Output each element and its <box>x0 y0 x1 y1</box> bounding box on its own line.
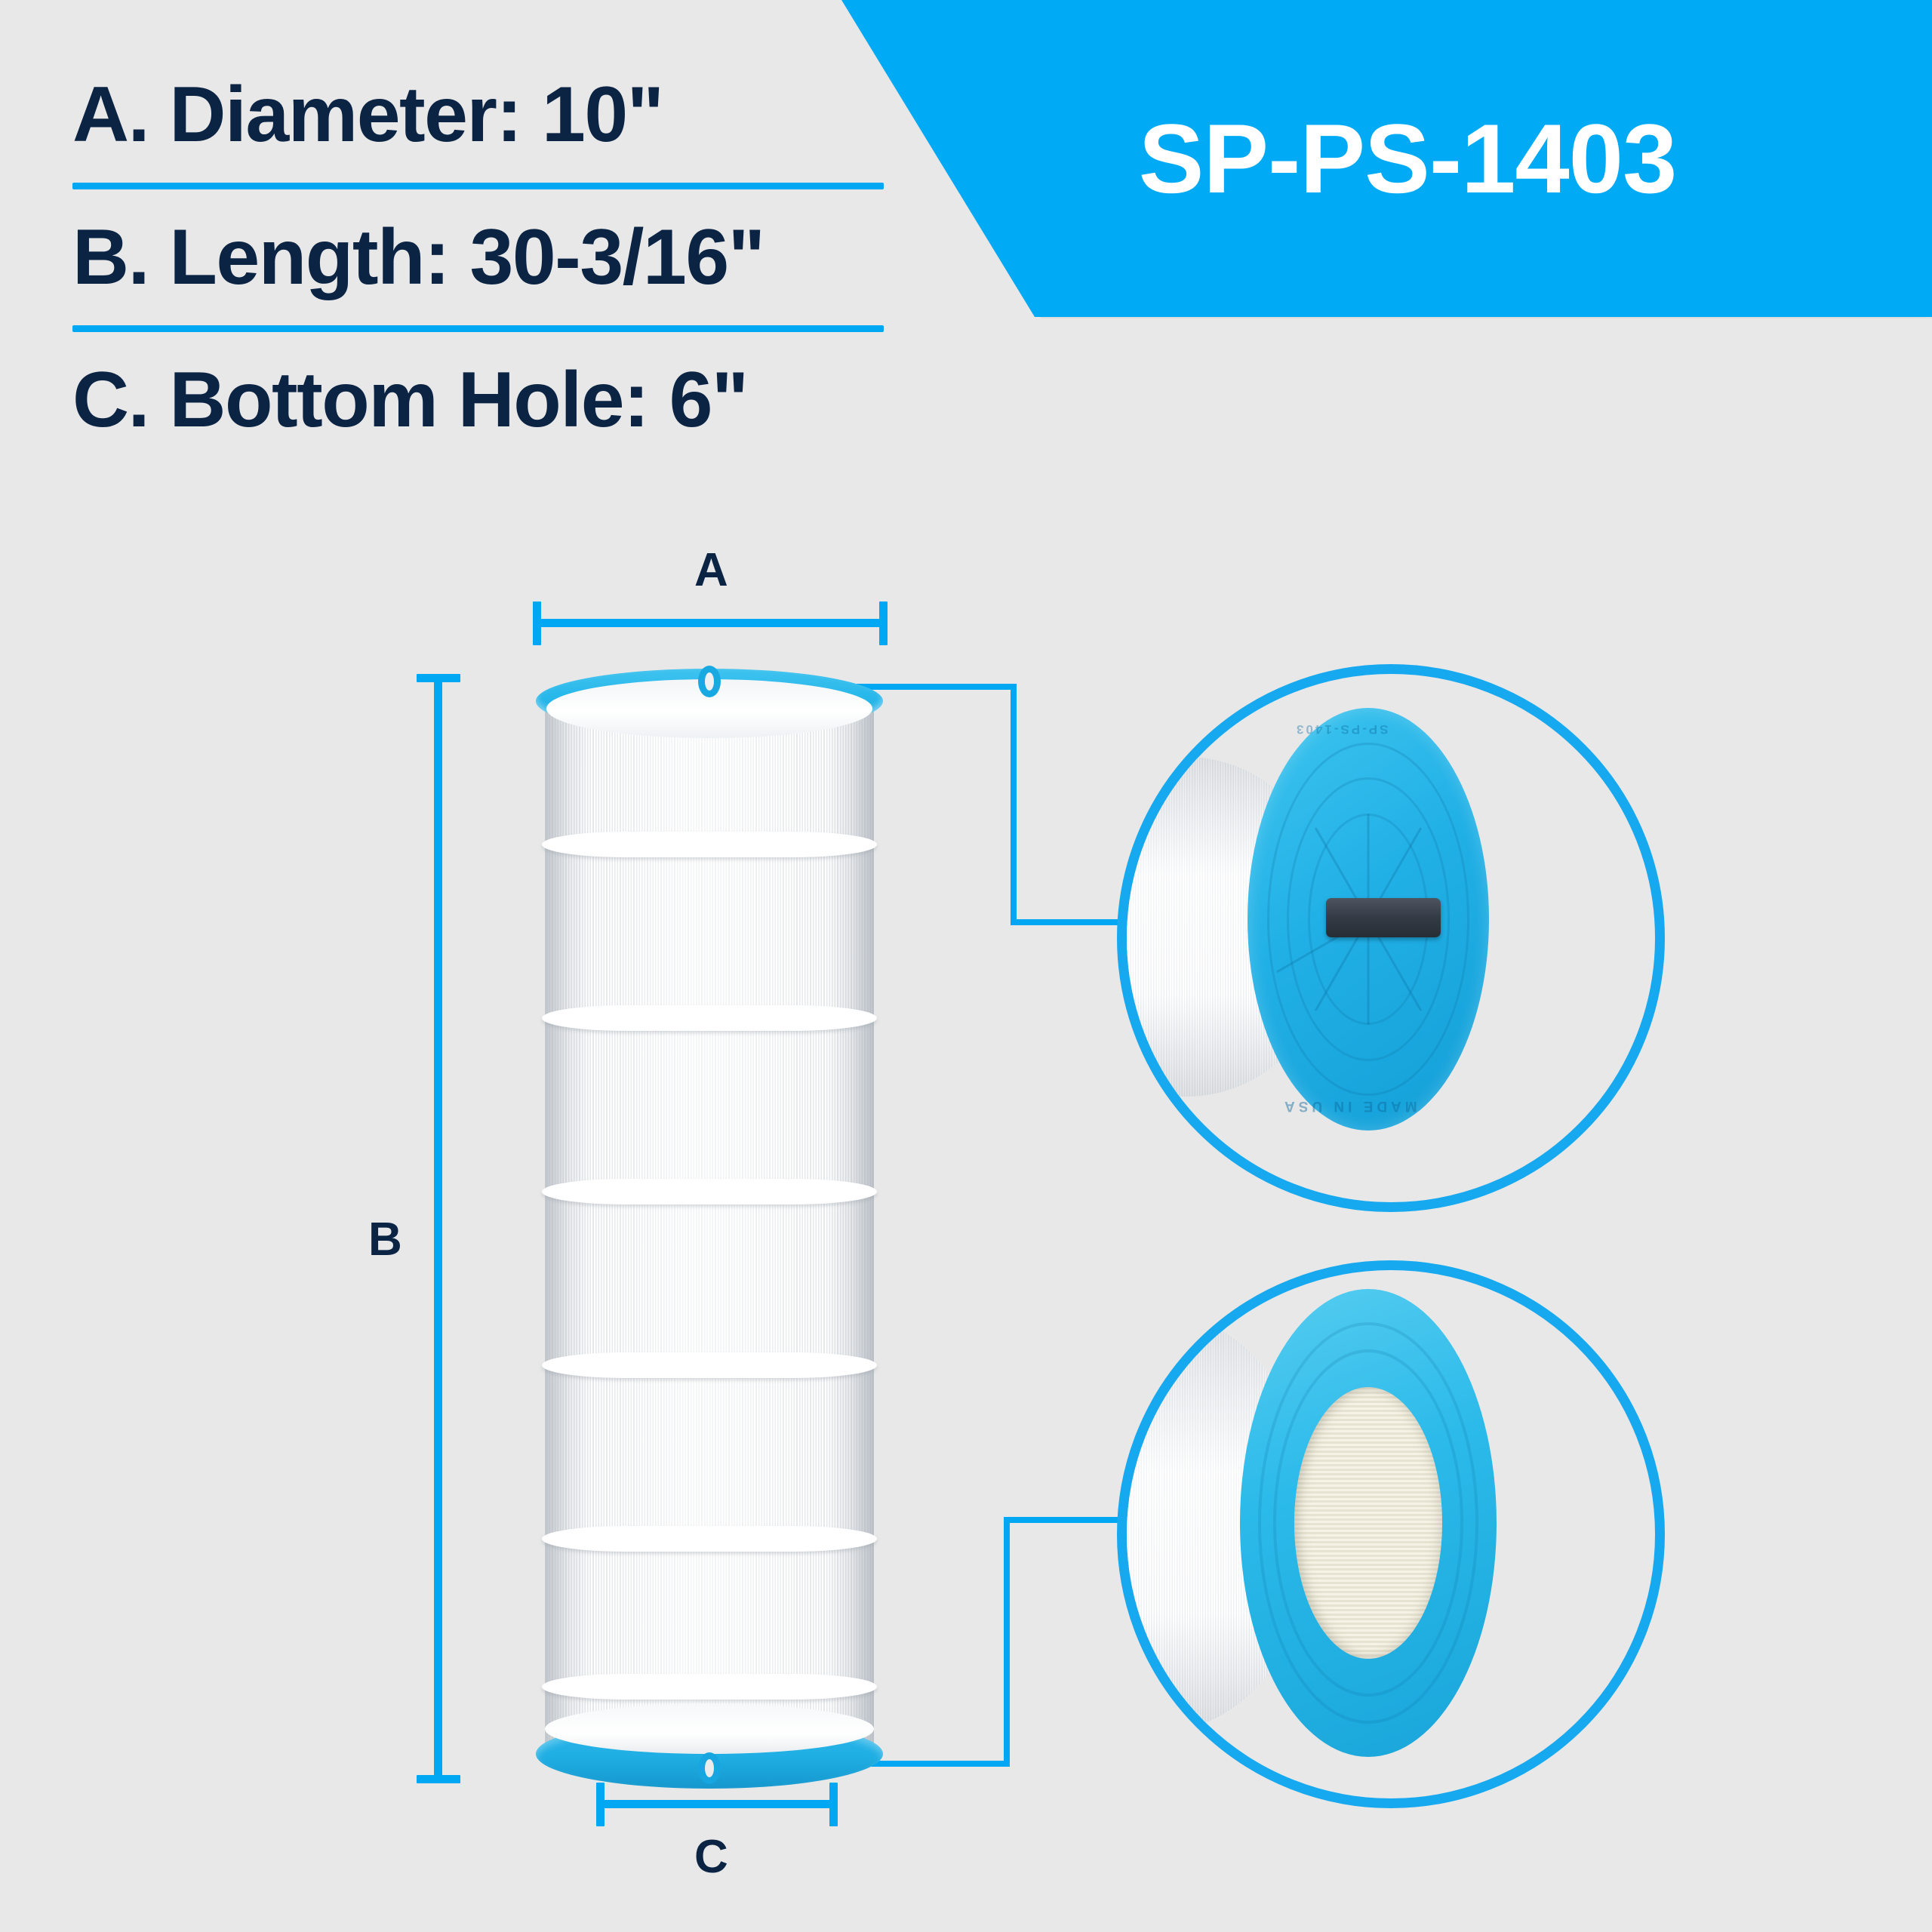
endcap-spokes <box>1247 708 1489 1131</box>
endcap-emboss-code: SP-PS-1403 <box>1294 722 1389 737</box>
leader-bottom-h2 <box>1004 1517 1185 1523</box>
spec-label-bottom-hole: C. Bottom Hole: 6" <box>72 356 749 444</box>
callout-top-end-cap: SP-PS-1403 MADE IN USA <box>1117 664 1665 1212</box>
spec-row-length: B. Length: 30-3/16" <box>72 189 895 325</box>
cartridge-band-3 <box>542 1179 877 1204</box>
cartridge-band-2 <box>542 1005 877 1031</box>
dimension-label-a: A <box>694 544 728 596</box>
dimension-line-a <box>533 619 888 627</box>
bottom-ring-groove-1 <box>1258 1322 1478 1724</box>
leader-top-h2 <box>1011 919 1184 925</box>
callout-top-endcap-disc: SP-PS-1403 MADE IN USA <box>1247 708 1489 1131</box>
leader-top-v <box>1011 684 1017 925</box>
spec-divider-1 <box>72 183 884 189</box>
cartridge-band-5 <box>542 1526 877 1552</box>
spec-row-bottom-hole: C. Bottom Hole: 6" <box>72 332 895 468</box>
leader-bottom-h1 <box>853 1761 1010 1767</box>
spoke-1 <box>1367 919 1370 1025</box>
spec-divider-2 <box>72 325 884 332</box>
cartridge-bottom-hole <box>698 1752 721 1784</box>
dimension-b-cap-bottom <box>417 1775 460 1783</box>
bottom-cap-ring <box>1240 1289 1497 1757</box>
dimension-line-b <box>434 674 442 1783</box>
spec-label-diameter: A. Diameter: 10" <box>72 71 664 158</box>
dimension-b-cap-top <box>417 674 460 682</box>
dimension-label-c: C <box>694 1831 728 1883</box>
endcap-grip-handle <box>1326 898 1441 937</box>
cartridge-band-1 <box>542 832 877 857</box>
dimension-a-cap-right <box>879 601 888 645</box>
cartridge-band-4 <box>542 1352 877 1378</box>
endcap-ring-mid <box>1287 777 1450 1061</box>
spec-label-length: B. Length: 30-3/16" <box>72 214 765 301</box>
filter-cartridge-image <box>528 664 891 1789</box>
banner-shape <box>841 0 1932 317</box>
callout-bottom-open-hole <box>1117 1260 1665 1808</box>
endcap-ring-outer <box>1267 743 1469 1096</box>
endcap-emboss-made-in-usa: MADE IN USA <box>1281 1098 1417 1114</box>
leader-bottom-v <box>1004 1517 1010 1767</box>
product-code-banner: SP-PS-1403 <box>823 0 1932 355</box>
dimension-c-cap-right <box>829 1783 838 1826</box>
dimension-c-cap-left <box>596 1783 605 1826</box>
dimension-label-b: B <box>368 1214 402 1266</box>
cartridge-band-6 <box>542 1674 877 1700</box>
dimension-line-c <box>596 1800 838 1808</box>
cartridge-top-hole <box>698 666 721 697</box>
bottom-ring-groove-2 <box>1273 1349 1463 1697</box>
spec-row-diameter: A. Diameter: 10" <box>72 47 895 183</box>
dimension-a-cap-left <box>533 601 541 645</box>
product-code-title: SP-PS-1403 <box>1138 103 1678 214</box>
cartridge-bottom-cap-inner <box>545 1704 874 1754</box>
specification-list: A. Diameter: 10" B. Length: 30-3/16" C. … <box>72 47 895 468</box>
leader-top-h1 <box>854 684 1017 690</box>
bottom-ring-bore-pleats <box>1294 1387 1442 1659</box>
